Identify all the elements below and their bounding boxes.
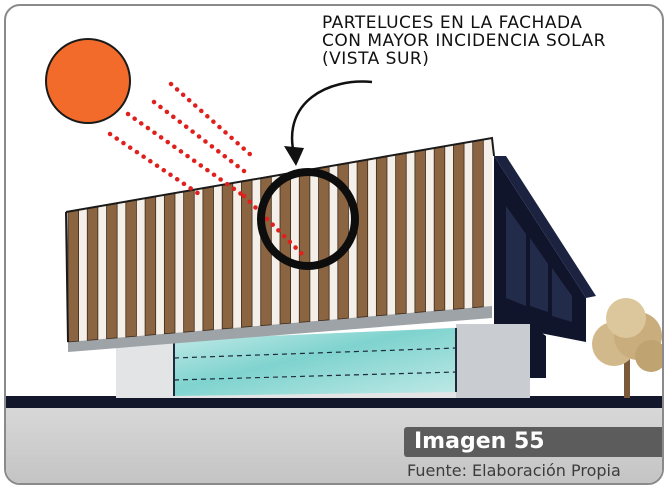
tree-icon	[592, 298, 662, 398]
louver-slat	[414, 149, 426, 313]
glass-band	[174, 328, 456, 396]
ground-line	[6, 396, 662, 408]
louver-slat	[356, 159, 369, 318]
annotation-line-2: CON MAYOR INCIDENCIA SOLAR	[322, 31, 606, 51]
louver-slat	[298, 169, 311, 323]
louver-slat	[67, 209, 79, 343]
annotation-text: PARTELUCES EN LA FACHADA CON MAYOR INCID…	[322, 14, 662, 68]
annotation-line-1: PARTELUCES EN LA FACHADA	[322, 13, 583, 33]
annotation-line-3: (VISTA SUR)	[322, 49, 430, 69]
louver-slat	[395, 152, 407, 315]
louver-slat	[221, 182, 234, 330]
caption-source: Fuente: Elaboración Propia	[407, 461, 621, 480]
louver-slat	[144, 196, 157, 336]
louver-slat	[433, 145, 446, 312]
louver-slat	[183, 189, 195, 333]
louver-slat	[279, 172, 292, 325]
sun-icon	[45, 38, 131, 124]
caption-title: Imagen 55	[414, 429, 545, 454]
side-glazing	[506, 206, 572, 322]
sun-rays	[107, 81, 305, 257]
louver-slat	[202, 186, 214, 331]
curved-arrow-icon	[284, 80, 373, 166]
louver-slat	[86, 206, 99, 341]
louver-slat	[375, 155, 388, 317]
louver-slat	[472, 139, 484, 309]
louver-facade	[67, 138, 492, 343]
highlight-circle-icon	[257, 168, 359, 270]
louver-slat	[106, 202, 118, 340]
caption-box: Imagen 55	[404, 427, 662, 457]
louver-slat	[318, 165, 330, 322]
facade-sketch	[6, 38, 662, 483]
louver-slat	[125, 199, 137, 338]
illustration-frame: PARTELUCES EN LA FACHADA CON MAYOR INCID…	[4, 4, 664, 485]
louver-slat	[163, 192, 176, 335]
louver-slat	[453, 142, 465, 310]
